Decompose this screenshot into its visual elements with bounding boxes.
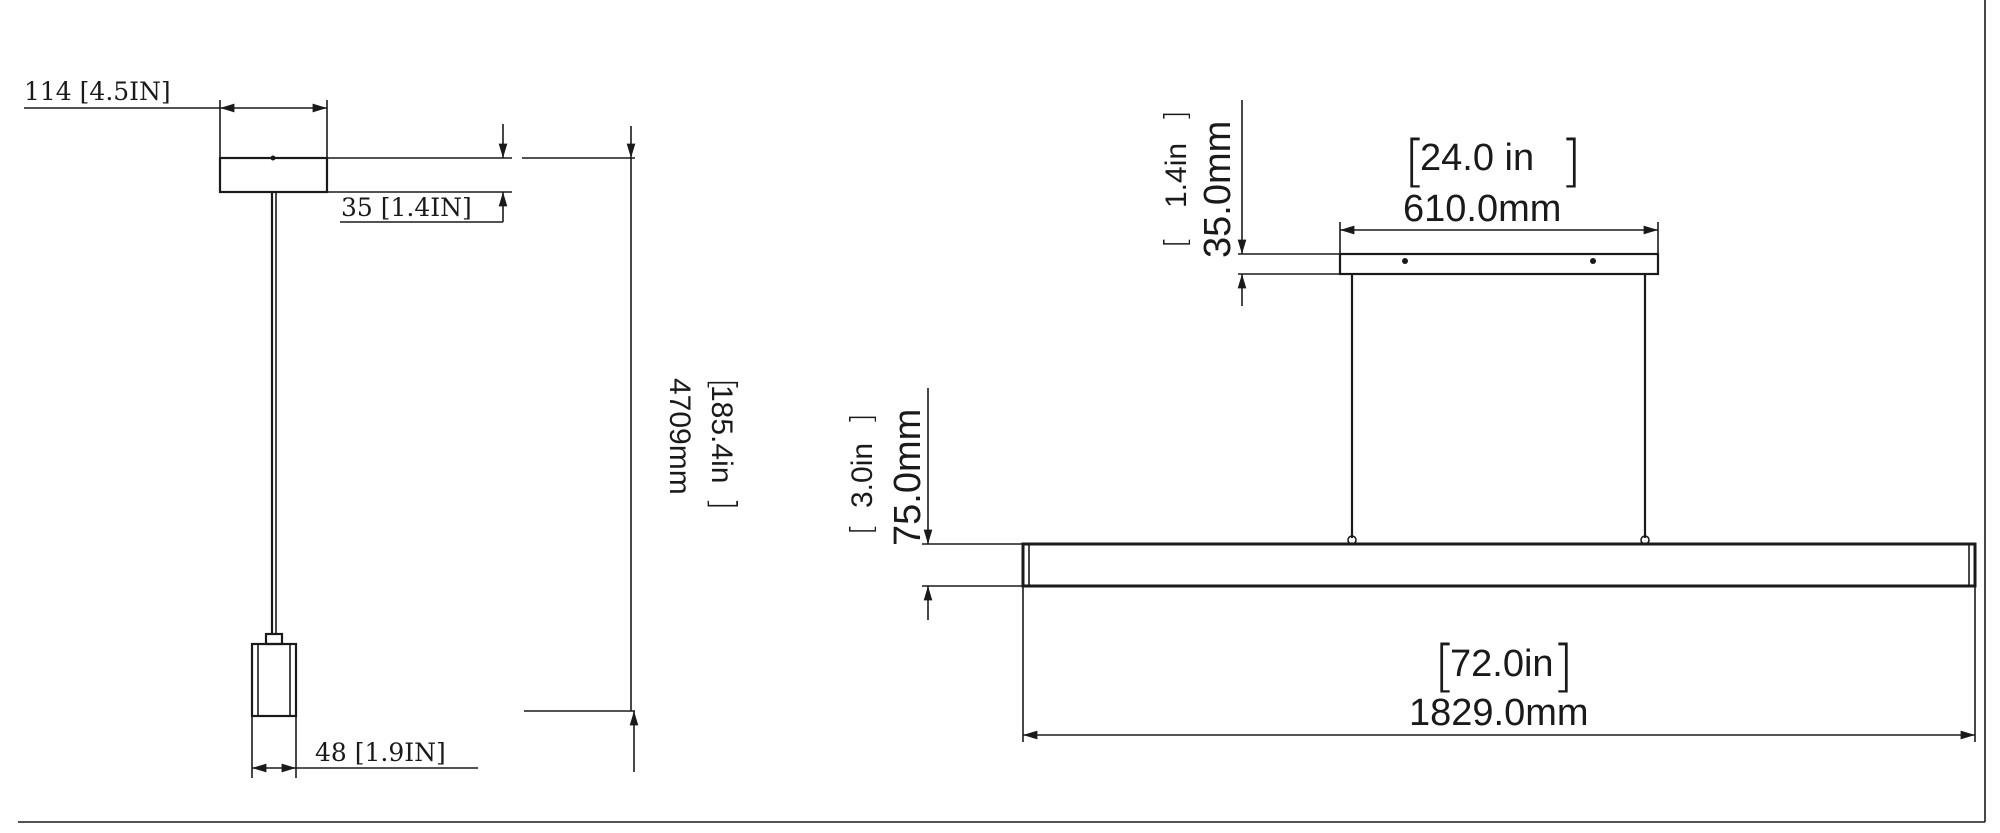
r-canopy-height-in-label: 1.4in <box>1160 143 1193 208</box>
left-socket-cap <box>264 632 284 646</box>
r-fixture-height-bracket-close: ] <box>845 413 880 425</box>
shade-width-label: 48 [1.9IN] <box>315 738 446 767</box>
left-pendant-view: 114 [4.5IN] 35 [1.4IN] 4709mm 185.4in [ … <box>24 77 743 778</box>
overall-height-mm-label: 4709mm <box>663 378 696 495</box>
left-shade <box>250 642 298 718</box>
r-fixture-length-in-bracket-close: ] <box>1552 634 1574 699</box>
left-canopy <box>218 156 329 194</box>
right-canopy-screw-left <box>1402 258 1408 264</box>
r-canopy-height-bracket-close: ] <box>1159 110 1194 122</box>
r-fixture-length-in-bracket-open: [ <box>1434 634 1456 699</box>
r-canopy-height-mm-label: 35.0mm <box>1197 121 1239 258</box>
r-canopy-height-bracket-open: [ <box>1159 236 1194 248</box>
r-fixture-height-bracket-open: [ <box>845 523 880 535</box>
r-canopy-width-in-label: 24.0 in <box>1420 137 1534 179</box>
r-fixture-height-in-label: 3.0in <box>846 443 879 508</box>
right-linear-view: [ 24.0 in ] 610.0mm 35.0mm 1.4in [ ] 75.… <box>845 100 1977 742</box>
r-canopy-width-in-bracket-close: ] <box>1560 129 1582 194</box>
r-fixture-length-in-label: 72.0in <box>1450 643 1554 685</box>
right-canopy <box>1338 252 1660 276</box>
r-canopy-width-mm-label: 610.0mm <box>1403 188 1561 230</box>
r-fixture-height-mm-label: 75.0mm <box>887 409 929 546</box>
canopy-height-label: 35 [1.4IN] <box>341 193 472 222</box>
overall-height-in-label: 185.4in <box>705 385 738 483</box>
right-fixture-body <box>1021 542 1977 588</box>
left-canopy-mount-dot <box>270 155 276 161</box>
r-canopy-width-in-bracket-open: [ <box>1404 129 1426 194</box>
r-fixture-length-mm-label: 1829.0mm <box>1409 692 1589 734</box>
canopy-width-label: 114 [4.5IN] <box>24 77 171 106</box>
right-canopy-screw-right <box>1590 258 1596 264</box>
overall-height-bracket-close: ] <box>703 497 743 510</box>
overall-height-bracket-open: [ <box>703 378 743 391</box>
